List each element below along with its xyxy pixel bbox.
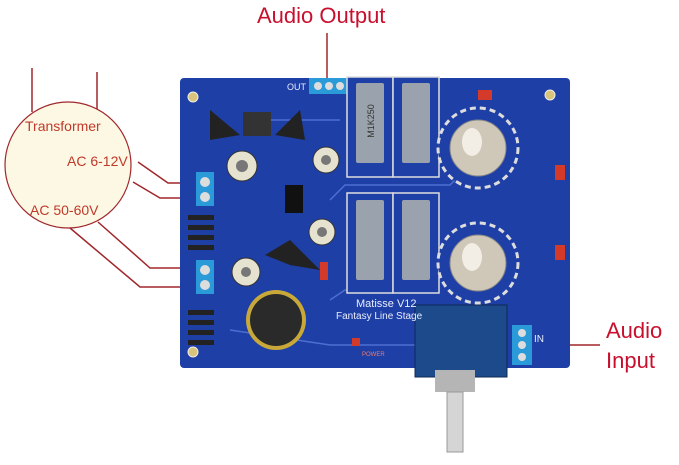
power-silkscreen: POWER	[362, 352, 385, 358]
transformer-circle	[4, 101, 132, 229]
mounting-holes	[187, 89, 556, 358]
vacuum-tube-1	[436, 106, 520, 190]
audio-output-label: Audio Output	[257, 3, 386, 28]
terminal-ac-low	[196, 172, 214, 206]
resistor-marking: M1K250	[365, 104, 376, 138]
model-silkscreen: Matisse V12	[356, 298, 417, 310]
terminal-ac-high	[196, 260, 214, 294]
audio-input-label: Audio Input	[606, 316, 662, 376]
ac-high-voltage-label: AC 50-60V	[30, 202, 99, 218]
volume-potentiometer	[414, 304, 508, 453]
capacitors	[226, 146, 340, 350]
transformer-label: Transformer	[25, 118, 101, 134]
ac-low-voltage-label: AC 6-12V	[67, 153, 128, 169]
in-silkscreen: IN	[534, 334, 544, 345]
audio-input-line1: Audio	[606, 318, 663, 343]
diodes	[188, 215, 214, 345]
red-capacitors	[320, 90, 565, 346]
out-silkscreen: OUT	[287, 82, 306, 92]
audio-input-line2: Input	[606, 348, 655, 373]
vacuum-tube-2	[436, 221, 520, 305]
terminal-input	[512, 325, 532, 365]
heatsinks	[210, 110, 320, 270]
subtitle-silkscreen: Fantasy Line Stage	[336, 311, 423, 322]
power-resistors	[356, 83, 430, 280]
terminal-output	[309, 78, 349, 94]
